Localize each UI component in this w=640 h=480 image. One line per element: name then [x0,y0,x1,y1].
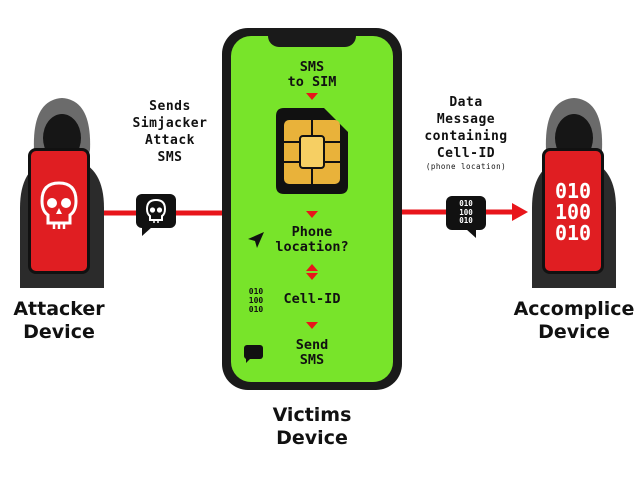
binary-row: 010 [554,179,592,203]
step-cell-id: Cell-ID [283,291,341,307]
step1-line2: to SIM [287,74,337,90]
step2-line1: Phone [291,224,333,240]
sms-bubble-tail [246,358,251,363]
binary-row: 010 [459,199,473,208]
message-line4: Cell-ID [436,146,496,161]
step-phone-location: Phone location? [262,225,362,255]
step-sms-to-sim: SMS to SIM [262,60,362,90]
down-arrow-icon [306,322,318,329]
sms-bubble-icon [244,345,263,359]
step4-line2: SMS [299,352,325,368]
down-arrow-icon [306,273,318,280]
message-line1: Data [449,95,483,110]
binary-row: 100 [459,207,473,217]
victim-label-line1: Victims [272,404,352,426]
binary-row: 100 [554,200,592,224]
message-line3: containing [424,129,508,144]
attacker-device [28,148,90,274]
down-arrow-icon [306,211,318,218]
victim-device-label: Victims Device [262,404,362,450]
victim-label-line2: Device [276,427,348,449]
exfil-arrowhead [512,203,528,221]
step4-line1: Send [295,337,329,353]
binary-row: 010 [248,305,264,314]
action-line3: Attack [145,133,195,148]
sim-card-icon [276,108,348,194]
attacker-device-label: Attacker Device [0,298,118,344]
binary-row: 100 [248,296,264,305]
step2-line2: location? [275,239,349,255]
accomplice-label-line2: Device [538,321,610,343]
message-line2: Message [436,112,496,127]
data-message-bubble: 010 100 010 [446,196,486,230]
accomplice-device: 010 100 010 [542,148,604,274]
attack-sms-bubble-tail [142,227,152,236]
action-line4: SMS [157,150,183,165]
attack-sms-bubble [136,194,176,228]
binary-small-icon: 010 100 010 [245,287,267,314]
step-send-sms: Send SMS [262,338,362,368]
location-arrow-icon [248,232,264,248]
phone-notch [268,31,356,47]
skull-icon [145,199,167,223]
action-line2: Simjacker [132,116,208,131]
accomplice-device-label: Accomplice Device [508,298,640,344]
step1-line1: SMS [299,59,325,75]
binary-row: 010 [554,221,592,245]
message-note: (phone location) [425,162,507,171]
binary-row: 010 [248,287,264,296]
data-message-text: Data Message containing Cell-ID (phone l… [414,94,518,172]
attacker-label-line1: Attacker [13,298,105,320]
attacker-label-line2: Device [23,321,95,343]
skull-icon [40,181,78,229]
action-line1: Sends [149,99,191,114]
up-arrow-icon [306,264,318,271]
data-message-bubble-tail [466,229,476,238]
binary-row: 010 [459,216,473,225]
accomplice-label-line1: Accomplice [513,298,635,320]
down-arrow-icon [306,93,318,100]
attacker-action-text: Sends Simjacker Attack SMS [122,98,218,166]
